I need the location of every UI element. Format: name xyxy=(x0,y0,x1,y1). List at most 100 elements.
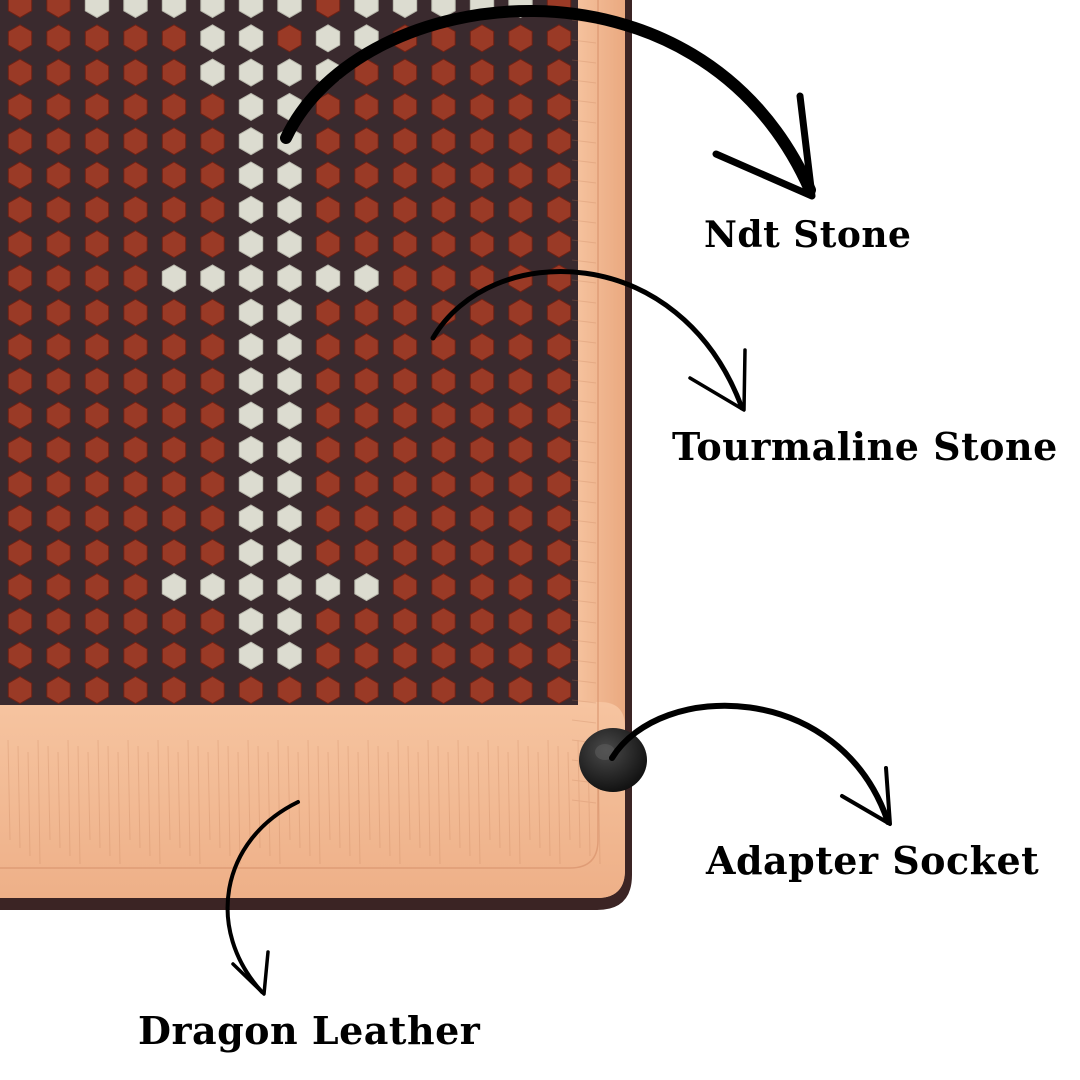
tourmaline-stone-hexagon-icon xyxy=(161,161,187,190)
tourmaline-stone-hexagon-icon xyxy=(392,607,418,636)
tourmaline-stone-hexagon-icon xyxy=(469,641,495,670)
ndt-stone-hexagon-icon xyxy=(200,0,225,19)
tourmaline-stone-hexagon-icon xyxy=(46,161,71,190)
tourmaline-stone-hexagon-icon xyxy=(508,435,533,464)
tourmaline-stone-hexagon-icon xyxy=(123,401,148,430)
tourmaline-stone-hexagon-icon xyxy=(84,230,110,259)
ndt-stone-hexagon-icon xyxy=(277,607,302,636)
tourmaline-stone-hexagon-icon xyxy=(431,573,456,602)
ndt-stone-hexagon-icon xyxy=(161,264,187,293)
tourmaline-stone-hexagon-icon xyxy=(392,641,418,670)
leather-texture xyxy=(7,19,601,865)
tourmaline-stone-hexagon-icon xyxy=(123,607,148,636)
tourmaline-stone-hexagon-icon xyxy=(546,332,572,362)
tourmaline-stone-hexagon-icon xyxy=(161,504,187,533)
tourmaline-stone-hexagon-icon xyxy=(392,127,418,156)
ndt-stone-hexagon-icon xyxy=(277,435,302,464)
tourmaline-stone-hexagon-icon xyxy=(315,127,341,156)
tourmaline-stone-hexagon-icon xyxy=(354,298,379,327)
tourmaline-stone-hexagon-icon xyxy=(84,401,110,430)
tourmaline-stone-hexagon-icon xyxy=(161,675,187,705)
tourmaline-stone-hexagon-icon xyxy=(315,298,341,327)
tourmaline-stone-hexagon-icon xyxy=(46,538,71,567)
tourmaline-stone-hexagon-icon xyxy=(7,573,33,602)
ndt-stone-hexagon-icon xyxy=(238,264,264,293)
dragon-leather-label: Dragon Leather xyxy=(138,1008,481,1053)
ndt-stone-label: Ndt Stone xyxy=(704,214,912,256)
ndt-stone-hexagon-icon xyxy=(277,538,302,567)
tourmaline-stone-hexagon-icon xyxy=(46,401,71,430)
tourmaline-stone-hexagon-icon xyxy=(200,607,225,636)
tourmaline-stone-hexagon-icon xyxy=(46,470,71,499)
tourmaline-stone-hexagon-icon xyxy=(546,24,572,53)
tourmaline-stone-hexagon-icon xyxy=(161,607,187,636)
tourmaline-stone-hexagon-icon xyxy=(354,367,379,396)
tourmaline-stone-hexagon-icon xyxy=(508,641,533,670)
tourmaline-stone-hexagon-icon xyxy=(431,127,456,156)
tourmaline-stone-hexagon-icon xyxy=(161,230,187,259)
tourmaline-stone-hexagon-icon xyxy=(431,367,456,396)
dragon-leather-arrowhead-icon xyxy=(231,950,270,996)
ndt-stone-hexagon-icon xyxy=(84,0,110,19)
ndt-stone-hexagon-icon xyxy=(277,230,302,259)
tourmaline-stone-hexagon-icon xyxy=(7,230,33,259)
tourmaline-stone-hexagon-icon xyxy=(392,195,418,224)
tourmaline-stone-hexagon-icon xyxy=(123,92,148,121)
tourmaline-stone-hexagon-icon xyxy=(84,641,110,670)
tourmaline-stone-hexagon-icon xyxy=(469,298,495,327)
tourmaline-stone-hexagon-icon xyxy=(84,504,110,533)
tourmaline-stone-hexagon-icon xyxy=(354,195,379,224)
ndt-stone-hexagon-icon xyxy=(277,470,302,499)
tourmaline-stone-hexagon-icon xyxy=(392,675,418,705)
ndt-stone-hexagon-icon xyxy=(315,573,341,602)
tourmaline-stone-hexagon-icon xyxy=(46,264,71,293)
tourmaline-stone-hexagon-icon xyxy=(508,573,533,602)
adapter-socket-arrowhead-icon xyxy=(840,766,892,826)
tourmaline-stone-hexagon-icon xyxy=(46,332,71,362)
ndt-stone-hexagon-icon xyxy=(277,161,302,190)
tourmaline-stone-hexagon-icon xyxy=(7,92,33,121)
tourmaline-stone-hexagon-icon xyxy=(469,538,495,567)
ndt-stone-hexagon-icon xyxy=(354,573,379,602)
ndt-stone-hexagon-icon xyxy=(238,538,264,567)
tourmaline-stone-hexagon-icon xyxy=(431,92,456,121)
tourmaline-stone-hexagon-icon xyxy=(84,298,110,327)
tourmaline-stone-hexagon-icon xyxy=(123,538,148,567)
tourmaline-stone-hexagon-icon xyxy=(469,401,495,430)
tourmaline-stone-hexagon-icon xyxy=(84,675,110,705)
ndt-stone-hexagon-icon xyxy=(315,264,341,293)
tourmaline-stone-hexagon-icon xyxy=(123,367,148,396)
tourmaline-stone-hexagon-icon xyxy=(161,538,187,567)
tourmaline-stone-hexagon-icon xyxy=(392,332,418,362)
tourmaline-stone-hexagon-icon xyxy=(354,538,379,567)
tourmaline-stone-hexagon-icon xyxy=(546,538,572,567)
tourmaline-stone-hexagon-icon xyxy=(546,435,572,464)
ndt-stone-hexagon-icon xyxy=(200,573,225,602)
tourmaline-stone-hexagon-icon xyxy=(46,573,71,602)
tourmaline-stone-hexagon-icon xyxy=(200,195,225,224)
tourmaline-stone-hexagon-icon xyxy=(469,470,495,499)
ndt-stone-hexagon-icon xyxy=(315,24,341,53)
tourmaline-stone-hexagon-icon xyxy=(200,538,225,567)
tourmaline-stone-hexagon-icon xyxy=(354,470,379,499)
ndt-stone-hexagon-icon xyxy=(161,0,187,19)
tourmaline-stone-hexagon-icon xyxy=(161,195,187,224)
tourmaline-stone-hexagon-icon xyxy=(431,538,456,567)
tourmaline-stone-hexagon-icon xyxy=(315,607,341,636)
ndt-stone-hexagon-icon xyxy=(277,504,302,533)
tourmaline-stone-hexagon-icon xyxy=(315,538,341,567)
tourmaline-stone-hexagon-icon xyxy=(84,538,110,567)
tourmaline-stone-hexagon-icon xyxy=(431,435,456,464)
tourmaline-stone-hexagon-icon xyxy=(508,127,533,156)
tourmaline-stone-hexagon-icon xyxy=(46,298,71,327)
tourmaline-stone-hexagon-icon xyxy=(46,675,71,705)
tourmaline-stone-hexagon-icon xyxy=(546,127,572,156)
tourmaline-stone-hexagon-icon xyxy=(508,675,533,705)
tourmaline-stone-hexagon-icon xyxy=(508,92,533,121)
tourmaline-stone-hexagon-icon xyxy=(469,92,495,121)
ndt-stone-hexagon-icon xyxy=(238,573,264,602)
tourmaline-stone-hexagon-icon xyxy=(508,470,533,499)
tourmaline-stone-hexagon-icon xyxy=(200,332,225,362)
tourmaline-stone-hexagon-icon xyxy=(315,332,341,362)
tourmaline-stone-hexagon-icon xyxy=(84,24,110,53)
